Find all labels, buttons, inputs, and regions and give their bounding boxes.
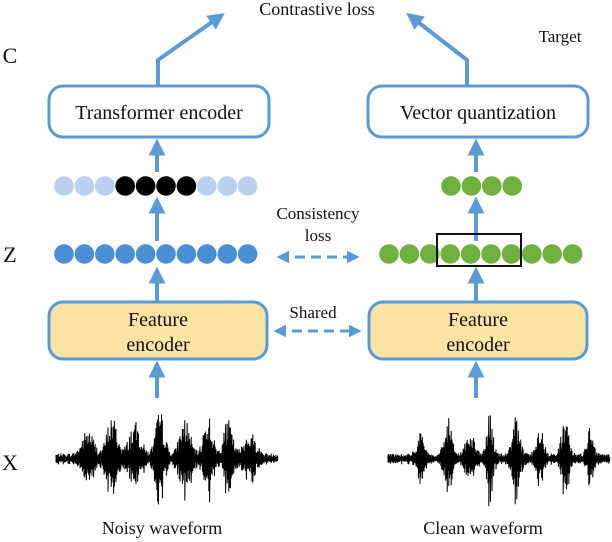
right-latent-dot (460, 244, 481, 264)
left-output-arrow (156, 13, 225, 86)
target-token-dot (461, 176, 482, 196)
masked-token-dot (115, 176, 135, 196)
row-label-c: C (3, 43, 18, 68)
left-latent-sequence (54, 244, 258, 264)
right-latent-sequence (379, 244, 583, 264)
vector-quantization-box (366, 84, 590, 139)
left-latent-dot (54, 244, 74, 264)
target-selection-box (436, 233, 522, 267)
left-feature-encoder-line1: Feature (128, 309, 188, 331)
target-token-dot (441, 176, 461, 196)
left-feature-encoder-line2: encoder (126, 334, 190, 356)
transformer-encoder-label: Transformer encoder (75, 102, 243, 124)
right-latent-dot (420, 244, 440, 264)
right-latent-dot (379, 244, 399, 264)
left-feature-encoder-box (47, 300, 269, 361)
right-feature-encoder-line2: encoder (446, 334, 510, 356)
context-token-dot (217, 176, 237, 196)
noisy-waveform (55, 414, 279, 505)
masked-sequence (54, 176, 258, 196)
consistency-label-line1: Consistency (276, 204, 360, 223)
left-latent-dot (115, 244, 135, 264)
context-token-dot (237, 176, 258, 196)
target-token-dot (482, 176, 502, 196)
left-latent-dot (217, 244, 237, 264)
right-latent-dot (481, 244, 501, 264)
left-latent-dot (237, 244, 258, 264)
context-token-dot (197, 176, 217, 196)
context-token-dot (54, 176, 74, 196)
right-latent-dot (562, 244, 583, 264)
right-latent-dot (501, 244, 522, 264)
right-latent-dot (440, 244, 461, 264)
target-sequence (441, 176, 522, 196)
masked-token-dot (156, 176, 176, 196)
right-latent-dot (522, 244, 542, 264)
left-latent-dot (176, 244, 197, 264)
right-output-arrow (406, 12, 469, 86)
left-latent-dot (135, 244, 156, 264)
masked-token-dot (176, 176, 197, 196)
transformer-encoder-box (47, 84, 271, 139)
shared-label: Shared (289, 303, 337, 322)
clean-waveform-caption: Clean waveform (423, 518, 542, 538)
target-label: Target (539, 27, 582, 46)
left-latent-dot (197, 244, 217, 264)
consistency-label-line2: loss (305, 226, 331, 245)
right-latent-dot (542, 244, 562, 264)
noisy-waveform-caption: Noisy waveform (102, 518, 222, 538)
left-latent-dot (156, 244, 176, 264)
row-label-x: X (2, 450, 18, 475)
target-token-dot (502, 176, 522, 196)
clean-waveform (387, 415, 611, 507)
masked-token-dot (135, 176, 156, 196)
right-feature-encoder-line1: Feature (448, 309, 508, 331)
right-feature-encoder-box (367, 300, 589, 361)
vector-quantization-label: Vector quantization (400, 102, 556, 124)
row-label-z: Z (3, 242, 16, 267)
title: Contrastive loss (259, 0, 375, 19)
context-token-dot (95, 176, 115, 196)
context-token-dot (74, 176, 95, 196)
left-latent-dot (95, 244, 115, 264)
left-latent-dot (74, 244, 95, 264)
right-latent-dot (399, 244, 420, 264)
